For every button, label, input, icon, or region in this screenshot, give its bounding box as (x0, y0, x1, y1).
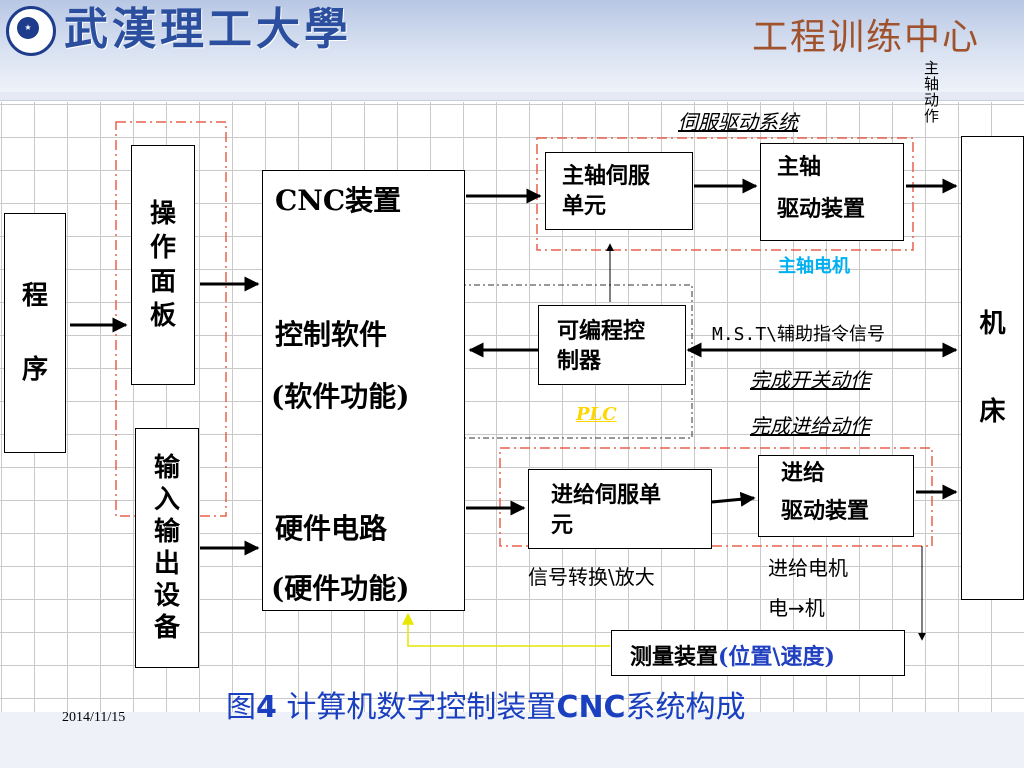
plc-line: 制器 (557, 348, 602, 374)
spindle-servo-line: 单元 (562, 193, 607, 219)
feed-servo-frame (499, 447, 933, 547)
feed-servo-line: 进给伺服单 (551, 482, 662, 508)
slide-date: 2014/11/15 (62, 710, 126, 725)
io-char: 输 (153, 517, 180, 547)
spindle-drive-box: 主轴 驱动装置 (760, 143, 904, 241)
feed-drive-line: 进给 (781, 460, 826, 486)
spindle-action-vertical: 主 轴 动 作 (924, 60, 939, 124)
mst-signal-label: M.S.T\辅助指令信号 (712, 324, 886, 345)
elec-to-machine-label: 电→机 (768, 596, 825, 620)
figure-caption: 图4 计算机数字控制装置CNC系统构成 (226, 682, 746, 726)
logo-emblem: ★ (17, 17, 39, 39)
spindle-action-char: 作 (924, 107, 940, 125)
panel-char: 面 (149, 267, 176, 297)
plc-box: 可编程控 制器 (538, 305, 686, 385)
caption-prefix: 图 (226, 690, 256, 725)
io-device-box: 输 入 输 出 设 备 (135, 428, 199, 668)
feed-servo-unit-box: 进给伺服单 元 (528, 469, 712, 549)
program-char: 序 (21, 355, 48, 385)
program-box: 程 序 (4, 213, 66, 453)
io-char: 入 (153, 485, 180, 515)
signal-conversion-label: 信号转换\放大 (528, 565, 655, 589)
spindle-action-char: 动 (924, 91, 940, 109)
university-name: 武漢理工大學 (64, 4, 352, 55)
operation-panel-box: 操 作 面 板 (131, 145, 195, 385)
cnc-title: CNC装置 (275, 184, 402, 217)
feed-motor-label: 进给电机 (768, 556, 848, 580)
io-char: 输 (153, 453, 180, 483)
arrow-feed-servo-drive (711, 491, 756, 507)
program-char: 程 (21, 281, 48, 311)
spindle-action-char: 轴 (924, 75, 940, 93)
feed-drive-box: 进给 驱动装置 (758, 455, 914, 537)
feedback-line (402, 612, 610, 647)
machine-char: 床 (979, 397, 1006, 427)
panel-char: 板 (149, 301, 176, 331)
control-software: 控制软件 (275, 318, 388, 351)
switch-action-label: 完成开关动作 (750, 368, 870, 392)
feed-servo-line: 元 (551, 512, 574, 538)
spindle-drive-line: 主轴 (777, 154, 822, 180)
machine-char: 机 (979, 309, 1006, 339)
caption-cnc: CNC (556, 690, 626, 725)
machine-tool-box: 机 床 (961, 136, 1024, 600)
feed-drive-line: 驱动装置 (781, 498, 870, 524)
slide-footer (0, 712, 1024, 768)
plc-frame (446, 284, 693, 439)
spindle-motor-label: 主轴电机 (778, 256, 850, 277)
panel-char: 操 (149, 199, 176, 229)
spindle-drive-line: 驱动装置 (777, 196, 866, 222)
slide-header: ★ 武漢理工大學 工程训练中心 (0, 0, 1024, 92)
panel-group-frame (115, 121, 227, 517)
io-char: 设 (153, 581, 180, 611)
measure-label: 测量装置 (630, 644, 719, 670)
center-title: 工程训练中心 (751, 17, 980, 58)
spindle-servo-line: 主轴伺服 (562, 163, 651, 189)
logo-star-icon: ★ (24, 23, 32, 32)
plc-label: PLC (576, 404, 617, 425)
io-char: 备 (153, 613, 180, 643)
caption-number: 4 (256, 690, 277, 725)
caption-suffix: 系统构成 (625, 690, 746, 725)
feed-action-label: 完成进给动作 (750, 414, 870, 438)
caption-text: 计算机数字控制装置 (276, 690, 557, 725)
spindle-servo-unit-box: 主轴伺服 单元 (545, 152, 693, 230)
hardware-function: (硬件功能) (271, 572, 410, 605)
measuring-device-box: 测量装置(位置\速度) (611, 630, 905, 676)
cnc-device-box: CNC装置 控制软件 (软件功能) 硬件电路 (硬件功能) (262, 170, 465, 611)
measure-detail: (位置\速度) (718, 644, 835, 670)
hardware-circuit: 硬件电路 (275, 512, 388, 545)
spindle-action-char: 主 (924, 59, 940, 77)
servo-system-label: 伺服驱动系统 (678, 110, 798, 134)
software-function: (软件功能) (271, 380, 410, 413)
university-logo: ★ (6, 6, 56, 56)
plc-line: 可编程控 (557, 318, 646, 344)
panel-char: 作 (149, 233, 176, 263)
io-char: 出 (153, 549, 180, 579)
header-rule (0, 92, 1024, 101)
